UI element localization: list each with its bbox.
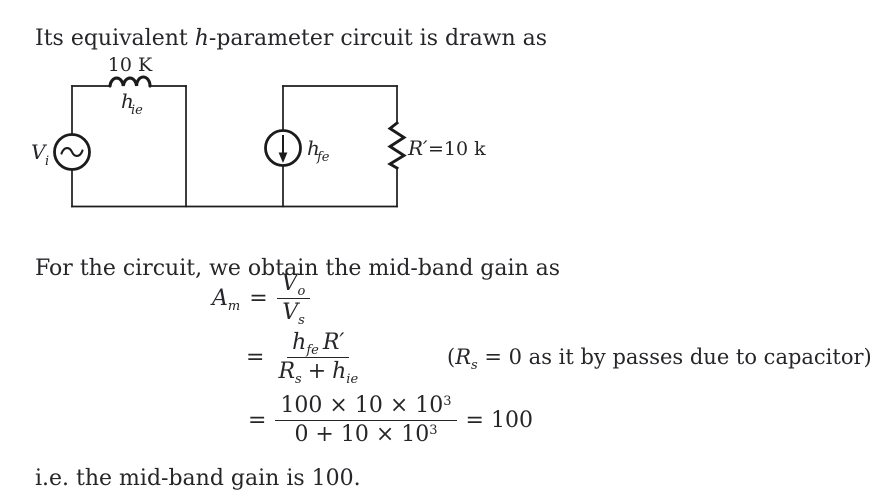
denominator-exponent: 3 xyxy=(429,422,438,438)
vo-sub: o xyxy=(297,284,306,299)
am-base: A xyxy=(212,285,228,311)
load-resistor-zigzag-icon xyxy=(387,120,407,170)
hie-label-sub: ie xyxy=(131,103,143,118)
h-parameter-circuit-diagram: 10 K h ie V i h fe R′ =10 k xyxy=(31,54,486,208)
source-label-sub: i xyxy=(45,154,49,169)
intro-h-variable: h xyxy=(194,26,209,51)
intro-paragraph: Its equivalent h-parameter circuit is dr… xyxy=(35,26,547,52)
hfe-label-sub: fe xyxy=(316,150,330,165)
load-label-value: =10 k xyxy=(428,138,486,160)
plus-sign: + xyxy=(307,358,327,384)
fraction-denominator: Vs xyxy=(277,299,310,328)
r-prime: R′ xyxy=(322,330,345,355)
conclusion-text: i.e. the mid-band gain is 100. xyxy=(35,466,361,491)
vo-base: V xyxy=(281,271,298,296)
intro-text-pre: Its equivalent xyxy=(35,26,195,51)
gain-paragraph: For the circuit, we obtain the mid-band … xyxy=(35,256,561,281)
hie-label-base: h xyxy=(121,89,134,113)
fraction-denominator: Rs +hie xyxy=(273,358,363,387)
series-resistor-value-label: 10 K xyxy=(108,54,153,76)
rs-zero-note: (Rs = 0 as it by passes due to capacitor… xyxy=(447,345,872,372)
am-sub: m xyxy=(227,298,241,314)
source-label-base: V xyxy=(31,140,48,164)
current-arrow-head xyxy=(278,152,288,163)
rs-sub: s xyxy=(295,371,302,387)
fraction-denominator: 0 + 10 × 103 xyxy=(289,421,442,447)
intro-text-post: -parameter circuit is drawn as xyxy=(208,26,548,51)
note-open-paren: ( xyxy=(447,345,456,369)
result-value: = 100 xyxy=(465,407,533,433)
load-label-base: R′ xyxy=(407,136,428,160)
rs-base: R xyxy=(278,358,296,384)
equals-sign: = xyxy=(246,344,265,370)
note-rs-sub: s xyxy=(471,358,478,373)
note-text: = 0 as it by passes due to capacitor) xyxy=(477,345,872,369)
am-symbol: Am xyxy=(212,285,241,314)
denominator-expression: 0 + 10 × 10 xyxy=(294,421,430,447)
hfe-label-base: h xyxy=(307,136,320,160)
hie-sub: ie xyxy=(346,371,359,387)
fraction-numeric: 100 × 10 × 103 0 + 10 × 103 xyxy=(275,393,457,447)
hie-coil-icon xyxy=(108,75,152,88)
equals-sign: = xyxy=(248,407,267,433)
fraction-vo-vs: Vo Vs xyxy=(276,271,311,328)
vs-base: V xyxy=(282,299,299,325)
hfe-sub: fe xyxy=(306,343,319,358)
sine-wave-icon xyxy=(60,147,84,157)
equation-line3: = 100 × 10 × 103 0 + 10 × 103 = 100 xyxy=(248,394,533,447)
fraction-numerator: Vo xyxy=(276,271,311,299)
fraction-numerator: 100 × 10 × 103 xyxy=(275,393,457,421)
note-rs-base: R xyxy=(455,345,472,369)
hfe-base: h xyxy=(292,330,307,355)
equals-sign: = xyxy=(249,285,268,311)
hie-base: h xyxy=(332,358,347,384)
numerator-expression: 100 × 10 × 10 xyxy=(280,393,444,418)
equation-line1: Am = Vo Vs xyxy=(212,271,311,328)
vs-sub: s xyxy=(298,312,305,328)
numerator-exponent: 3 xyxy=(443,394,452,409)
